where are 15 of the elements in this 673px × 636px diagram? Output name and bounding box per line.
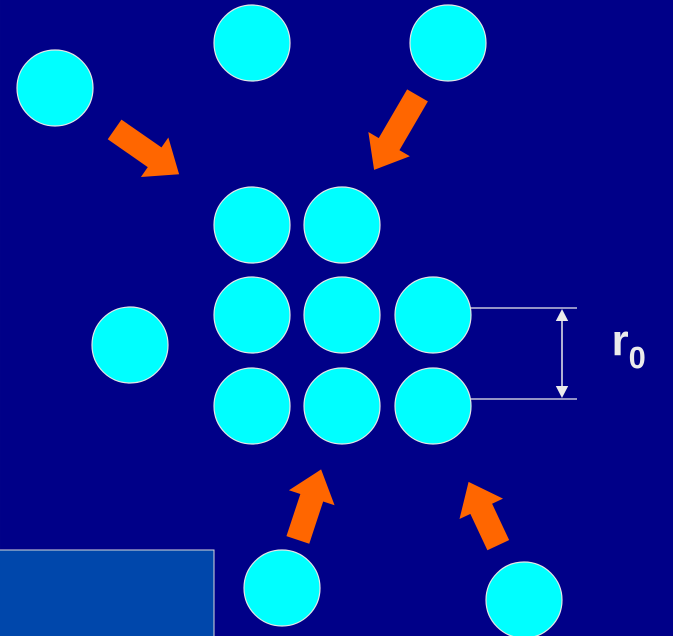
atom-circle (213, 276, 291, 354)
atom-circle (213, 4, 291, 82)
atom-circle (409, 4, 487, 82)
atom-circle (213, 367, 291, 445)
atom-circle (394, 367, 472, 445)
atom-circle (91, 306, 169, 384)
dimension-label: r$_{0}$ (614, 332, 645, 368)
atom-circle (303, 367, 381, 445)
atom-circle (485, 561, 563, 636)
atom-circle (243, 549, 321, 627)
atom-circle (213, 186, 291, 264)
atom-circle (394, 276, 472, 354)
atom-circle (303, 186, 381, 264)
atom-circle (303, 276, 381, 354)
atom-circle (16, 49, 94, 127)
